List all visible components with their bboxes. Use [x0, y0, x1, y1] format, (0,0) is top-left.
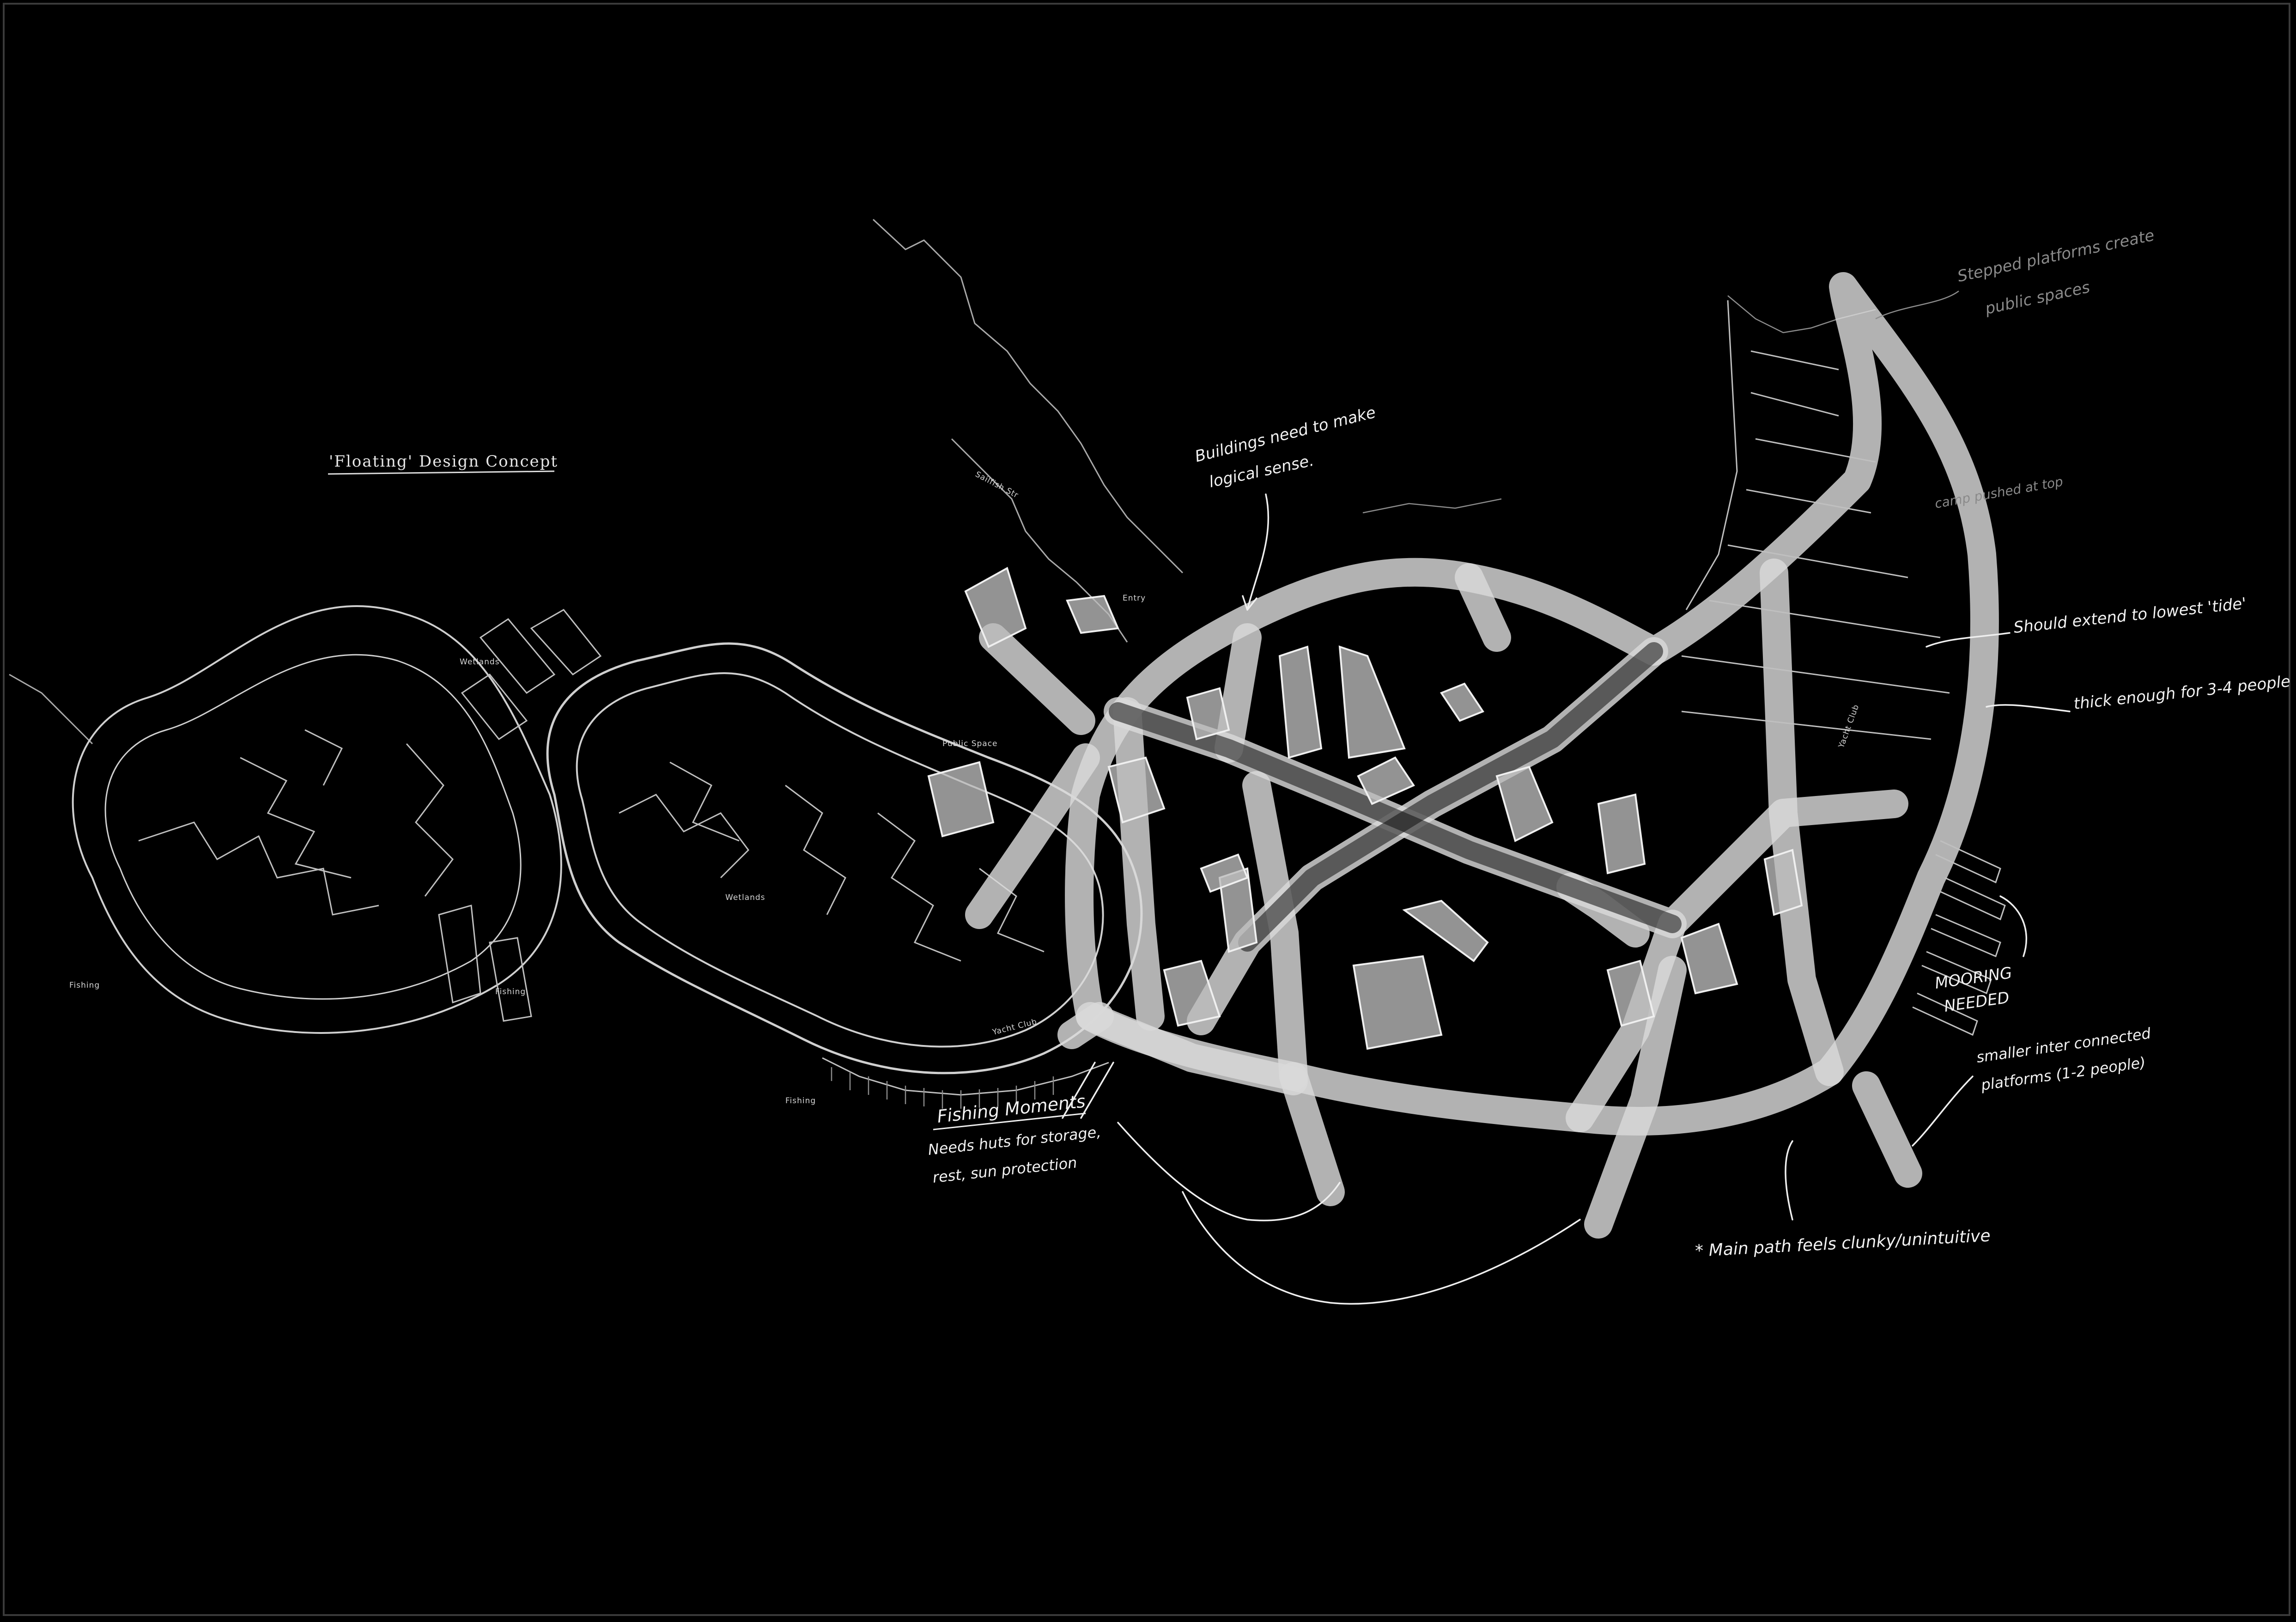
- building: [1340, 647, 1404, 758]
- main-path-network: [979, 286, 1985, 1224]
- label-yacht-club-1: Yacht Club: [1837, 703, 1861, 750]
- building: [1164, 961, 1220, 1026]
- note-thick: thick enough for 3-4 people: [2073, 672, 2291, 713]
- building: [929, 762, 993, 836]
- shoreline: [9, 219, 1876, 744]
- building: [1441, 684, 1483, 721]
- label-fishing-2: Fishing: [69, 981, 100, 990]
- label-fishing-3: Fishing: [785, 1096, 816, 1106]
- note-mooring-line2: NEEDED: [1943, 989, 2011, 1016]
- building: [1109, 758, 1164, 822]
- bridges: [439, 610, 601, 1021]
- building: [1067, 596, 1118, 633]
- building: [1682, 924, 1737, 993]
- note-tide: Should extend to lowest 'tide': [2013, 594, 2247, 637]
- label-public-space: Public Space: [942, 739, 998, 748]
- label-wetlands-1: Wetlands: [460, 657, 500, 667]
- label-fishing-1: Fishing: [495, 987, 526, 996]
- building: [1354, 956, 1441, 1049]
- note-huts-line1: Needs huts for storage,: [927, 1123, 1102, 1159]
- label-wetlands-2: Wetlands: [725, 893, 765, 902]
- title: 'Floating' Design Concept: [329, 452, 558, 471]
- arrow-stepped: [1876, 291, 1959, 319]
- arrow-thick: [1986, 705, 2070, 711]
- building: [1280, 647, 1321, 758]
- note-main-path: * Main path feels clunky/unintuitive: [1695, 1227, 1991, 1261]
- title-underline: [328, 471, 554, 474]
- label-sailfish-str: Sailfish Str: [974, 470, 1020, 500]
- left-lobe: [73, 606, 561, 1033]
- building: [1598, 795, 1645, 873]
- arrow-smaller: [1913, 1076, 1973, 1146]
- note-stepped-line1: Stepped platforms create: [1956, 226, 2156, 286]
- note-stepped-line2: public spaces: [1983, 278, 2092, 318]
- building: [966, 568, 1026, 647]
- arrow-huts-2: [1183, 1192, 1580, 1304]
- arrow-main-path: [1786, 1141, 1792, 1220]
- label-entry: Entry: [1123, 594, 1146, 603]
- building: [1497, 767, 1552, 841]
- building: [1404, 901, 1488, 961]
- note-huts-line2: rest, sun protection: [932, 1154, 1078, 1186]
- arrow-buildings: [1247, 494, 1268, 610]
